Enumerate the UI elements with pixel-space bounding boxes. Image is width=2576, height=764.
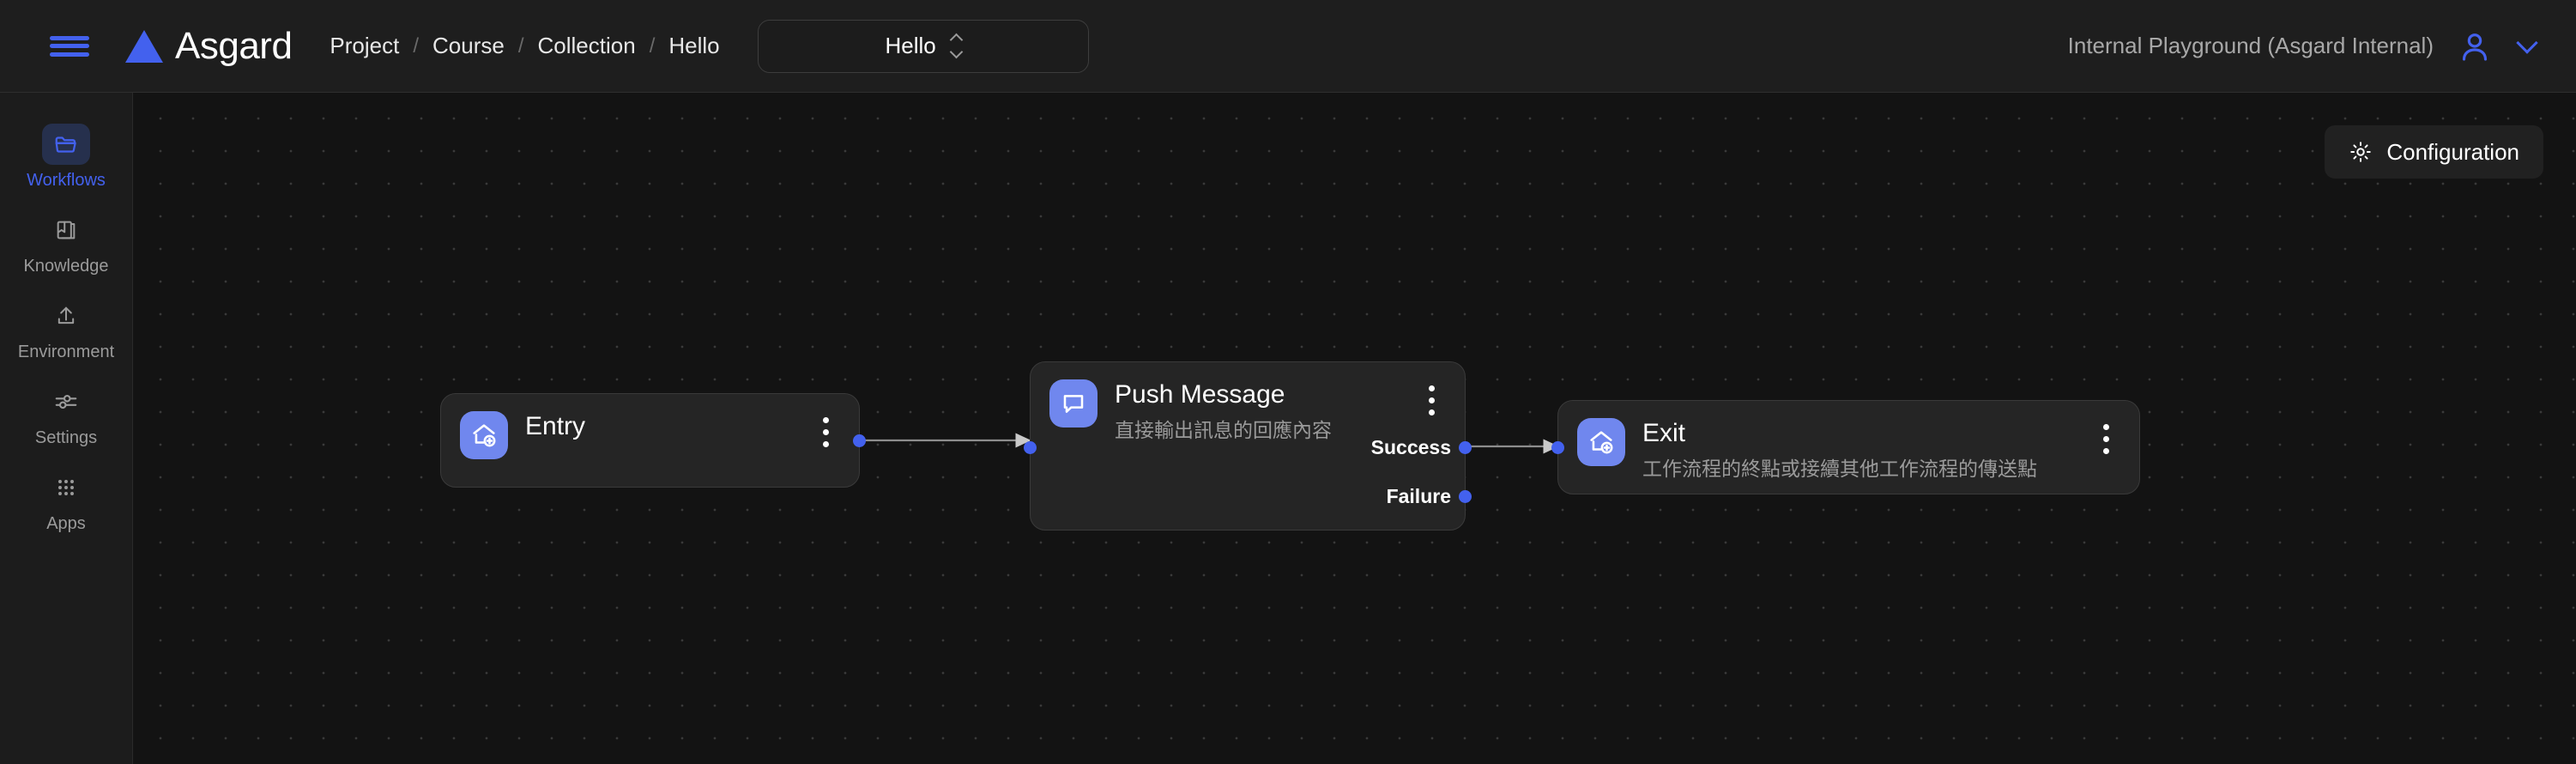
kebab-dot (1428, 397, 1435, 403)
upload-icon (57, 306, 75, 324)
top-header: Asgard Project / Course / Collection / H… (0, 0, 2576, 93)
account-chevron-down-icon[interactable] (2516, 31, 2538, 54)
sliders-icon (55, 394, 77, 409)
sidebar-icon-wrap (42, 381, 90, 422)
sidebar-item-environment[interactable]: Environment (15, 295, 117, 362)
workflow-node-entry[interactable]: Entry (440, 393, 866, 488)
header-right-group: Internal Playground (Asgard Internal) (2067, 29, 2538, 64)
chevron-up-down-icon (949, 33, 964, 59)
breadcrumb: Project / Course / Collection / Hello (330, 33, 719, 59)
port-label-failure: Failure (1386, 485, 1451, 507)
breadcrumb-separator: / (517, 33, 524, 58)
house-plus-icon (1590, 431, 1613, 454)
kebab-dot (822, 416, 829, 423)
node-title: Entry (525, 412, 586, 440)
message-bubble-icon (1063, 395, 1084, 413)
hamburger-line (50, 35, 89, 40)
sidebar-icon-wrap (42, 467, 90, 508)
kebab-dot (1428, 385, 1435, 391)
sidebar-icon-wrap (42, 295, 90, 337)
node-kebab-menu-icon[interactable] (2091, 421, 2120, 456)
triangle-logo-icon (125, 29, 163, 63)
node-input-handle[interactable] (1551, 441, 1564, 454)
breadcrumb-separator: / (649, 33, 656, 58)
node-kebab-menu-icon[interactable] (811, 415, 840, 449)
folder-icon (55, 136, 76, 153)
hamburger-line (50, 52, 89, 57)
workflow-node-exit[interactable]: Exit 工作流程的終點或接續其他工作流程的傳送點 (1551, 400, 2140, 494)
left-sidebar: Workflows Knowledge Environment (0, 93, 133, 764)
kebab-dot (2102, 447, 2109, 454)
kebab-dot (822, 440, 829, 447)
brand-name: Asgard (175, 24, 293, 67)
user-avatar-icon[interactable] (2458, 29, 2492, 64)
sidebar-item-knowledge[interactable]: Knowledge (15, 209, 117, 276)
workflow-node-push-message[interactable]: Push Message 直接輸出訊息的回應內容 Success Failure (1024, 361, 1472, 531)
kebab-dot (2102, 423, 2109, 430)
brand[interactable]: Asgard (125, 24, 293, 68)
sidebar-label-environment: Environment (17, 343, 115, 361)
node-output-handle[interactable] (853, 434, 866, 447)
sidebar-item-settings[interactable]: Settings (15, 381, 117, 448)
breadcrumb-item-hello[interactable]: Hello (668, 33, 720, 58)
kebab-dot (2102, 435, 2109, 442)
sidebar-icon-wrap (42, 209, 90, 251)
breadcrumb-item-project[interactable]: Project (330, 33, 400, 58)
node-text-group: Push Message 直接輸出訊息的回應內容 (1115, 379, 1417, 443)
workflow-select[interactable]: Hello (757, 19, 1089, 73)
node-header: Entry (441, 394, 859, 459)
node-header: Push Message 直接輸出訊息的回應內容 (1031, 362, 1465, 443)
configuration-button[interactable]: Configuration (2325, 125, 2543, 179)
kebab-dot (1428, 409, 1435, 415)
node-icon-badge (460, 411, 508, 459)
node-title: Exit (1642, 419, 1686, 447)
node-subtitle: 工作流程的終點或接續其他工作流程的傳送點 (1642, 458, 2037, 481)
gear-icon (2350, 142, 2372, 162)
sidebar-item-workflows[interactable]: Workflows (15, 124, 117, 191)
node-output-handle-success[interactable] (1459, 441, 1472, 454)
hamburger-menu-icon[interactable] (50, 32, 89, 61)
configuration-label: Configuration (2386, 138, 2519, 165)
book-icon (57, 221, 76, 240)
port-label-success: Success (1370, 436, 1451, 458)
sidebar-label-apps: Apps (46, 514, 86, 533)
breadcrumb-item-collection[interactable]: Collection (537, 33, 636, 58)
house-plus-icon (473, 424, 496, 447)
workflow-select-value: Hello (885, 33, 936, 58)
node-kebab-menu-icon[interactable] (1417, 383, 1446, 417)
node-header: Exit 工作流程的終點或接續其他工作流程的傳送點 (1558, 401, 2139, 482)
grid-dots-icon (58, 480, 74, 495)
sidebar-item-apps[interactable]: Apps (15, 467, 117, 534)
node-icon-badge (1577, 418, 1625, 466)
sidebar-icon-wrap (42, 124, 90, 165)
breadcrumb-separator: / (413, 33, 420, 58)
kebab-dot (822, 428, 829, 435)
node-text-group: Exit 工作流程的終點或接續其他工作流程的傳送點 (1642, 418, 2091, 482)
sidebar-label-settings: Settings (34, 428, 98, 447)
organization-name: Internal Playground (Asgard Internal) (2067, 33, 2434, 58)
node-output-handle-failure[interactable] (1459, 490, 1472, 503)
node-input-handle[interactable] (1024, 441, 1037, 454)
hamburger-line (50, 44, 89, 48)
node-subtitle: 直接輸出訊息的回應內容 (1115, 419, 1332, 442)
breadcrumb-item-course[interactable]: Course (432, 33, 505, 58)
node-icon-badge (1049, 379, 1098, 427)
sidebar-label-workflows: Workflows (27, 171, 106, 190)
workflow-canvas[interactable]: Configuration (134, 93, 2576, 764)
node-text-group: Entry (525, 411, 811, 441)
chevron-down-part (949, 45, 964, 59)
sidebar-label-knowledge: Knowledge (23, 257, 109, 276)
node-title: Push Message (1115, 380, 1285, 409)
